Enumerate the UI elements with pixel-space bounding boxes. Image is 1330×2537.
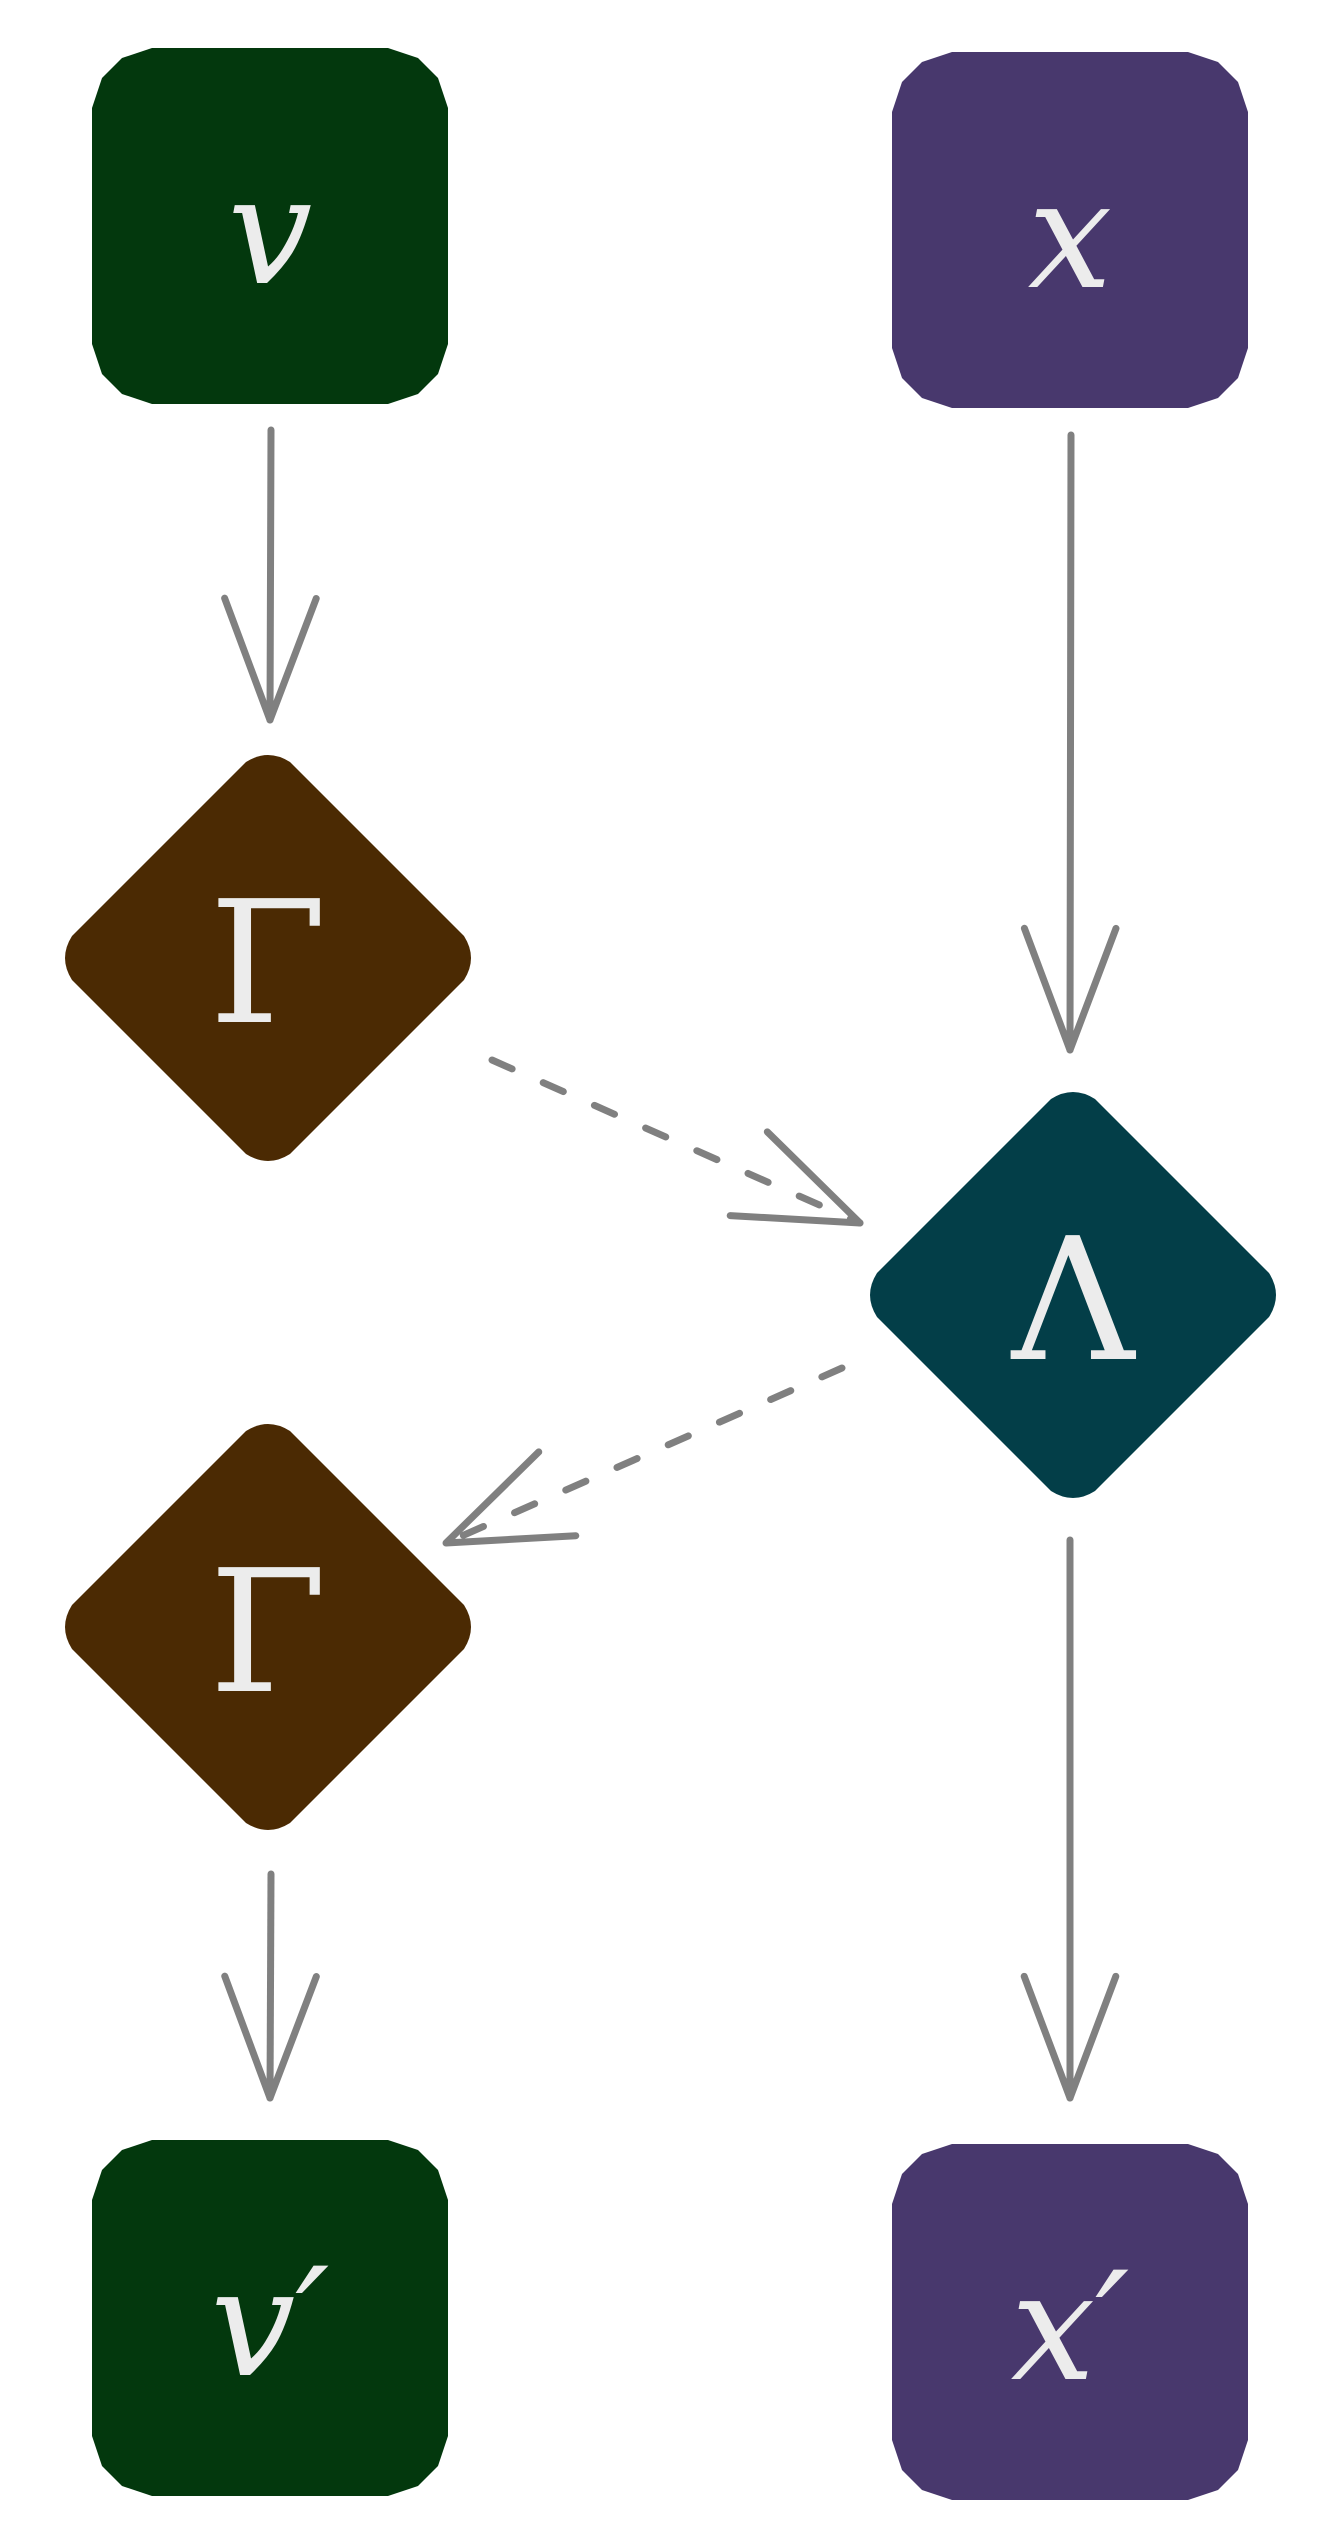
node-shape-gamma1	[65, 755, 471, 1161]
nodes-layer: v xΓ Λ Γv′ x′	[65, 48, 1276, 2500]
node-label-x: x	[1028, 149, 1113, 323]
node-label-lambda: Λ	[1011, 1202, 1137, 1400]
node-x: x	[892, 52, 1248, 408]
edge-line-gamma2-to-v_prime	[266, 1870, 275, 2102]
edge-gamma2-to-v_prime	[221, 1870, 320, 2102]
node-label-gamma1: Γ	[209, 865, 327, 1063]
edge-lambda-to-x_prime	[1020, 1536, 1120, 2102]
arrowhead-gamma1-to-lambda	[726, 1128, 864, 1227]
node-shape-x	[892, 52, 1248, 408]
arrowhead-lambda-to-x_prime	[1020, 1972, 1120, 2102]
node-label-gamma2: Γ	[209, 1534, 327, 1732]
node-x-prime: x′	[892, 2144, 1248, 2500]
node-shape-gamma2	[65, 1424, 471, 1830]
node-lambda: Λ	[870, 1092, 1276, 1498]
edge-line-v-to-gamma1	[266, 426, 275, 724]
edge-x-to-lambda	[1020, 431, 1120, 1054]
edge-gamma1-to-lambda	[488, 1056, 864, 1227]
edge-line-lambda-to-gamma2	[442, 1364, 846, 1547]
arrowhead-gamma2-to-v_prime	[221, 1972, 320, 2102]
edge-line-x-to-lambda	[1066, 431, 1075, 1054]
node-label-v-prime: v′	[211, 2237, 330, 2411]
node-gamma2: Γ	[65, 1424, 471, 1830]
node-v: v	[92, 48, 448, 404]
node-shape-lambda	[870, 1092, 1276, 1498]
edge-v-to-gamma1	[221, 426, 320, 724]
node-shape-v	[92, 48, 448, 404]
arrowhead-v-to-gamma1	[221, 594, 320, 724]
node-gamma1: Γ	[65, 755, 471, 1161]
node-label-x-prime: x′	[1011, 2241, 1130, 2415]
node-label-v: v	[228, 145, 313, 319]
node-shape-x-prime	[892, 2144, 1248, 2500]
arrowhead-lambda-to-gamma2	[442, 1448, 580, 1547]
edge-lambda-to-gamma2	[442, 1364, 846, 1547]
node-shape-v-prime	[92, 2140, 448, 2496]
edge-line-gamma1-to-lambda	[488, 1056, 864, 1227]
node-v-prime: v′	[92, 2140, 448, 2496]
edges-layer	[221, 426, 1120, 2102]
arrowhead-x-to-lambda	[1020, 924, 1120, 1054]
